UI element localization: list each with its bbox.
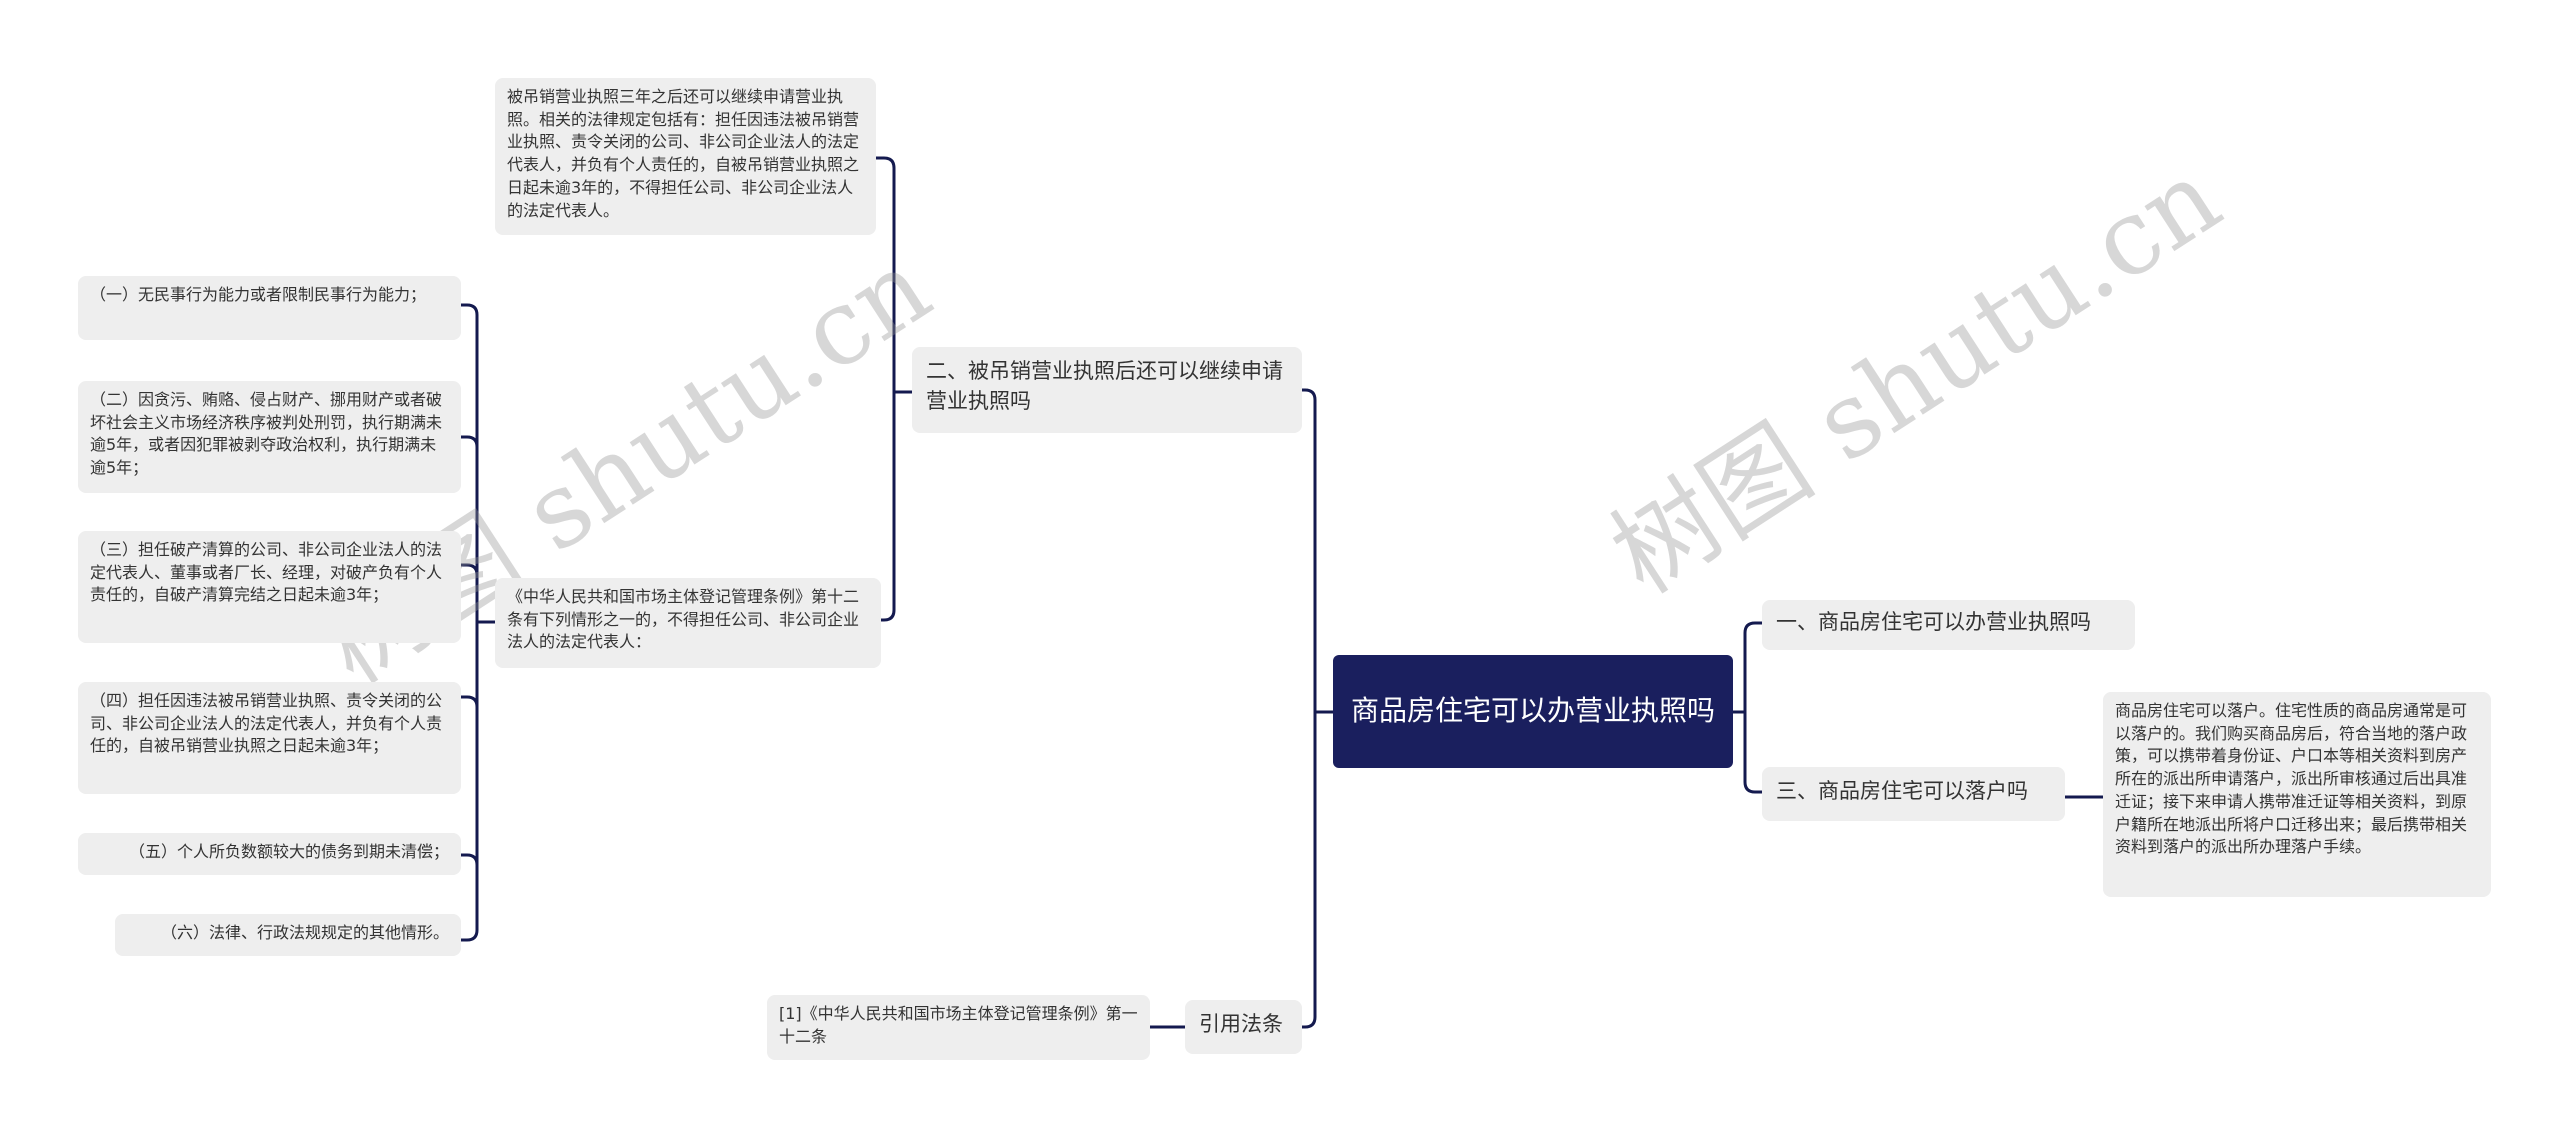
list-item-text: （二）因贪污、贿赂、侵占财产、挪用财产或者破坏社会主义市场经济秩序被判处刑罚，执… bbox=[90, 390, 443, 478]
branch-three-label: 三、商品房住宅可以落户吗 bbox=[1776, 779, 2028, 803]
branch-one-label: 一、商品房住宅可以办营业执照吗 bbox=[1776, 610, 2091, 634]
list-item[interactable]: （四）担任因违法被吊销营业执照、责令关闭的公司、非公司企业法人的法定代表人，并负… bbox=[78, 682, 461, 794]
root-node[interactable]: 商品房住宅可以办营业执照吗 bbox=[1333, 655, 1733, 768]
citation-node[interactable]: 引用法条 bbox=[1185, 1000, 1302, 1054]
list-item-text: （三）担任破产清算的公司、非公司企业法人的法定代表人、董事或者厂长、经理，对破产… bbox=[90, 540, 443, 605]
branch-three-detail[interactable]: 商品房住宅可以落户。住宅性质的商品房通常是可以落户的。我们购买商品房后，符合当地… bbox=[2103, 692, 2491, 897]
list-item[interactable]: （三）担任破产清算的公司、非公司企业法人的法定代表人、董事或者厂长、经理，对破产… bbox=[78, 531, 461, 643]
list-item[interactable]: （五）个人所负数额较大的债务到期未清偿； bbox=[78, 833, 461, 875]
branch-three-detail-text: 商品房住宅可以落户。住宅性质的商品房通常是可以落户的。我们购买商品房后，符合当地… bbox=[2115, 701, 2468, 857]
citation-reference-text: [1]《中华人民共和国市场主体登记管理条例》第一十二条 bbox=[779, 1004, 1138, 1046]
root-title: 商品房住宅可以办营业执照吗 bbox=[1351, 694, 1716, 728]
list-item-text: （六）法律、行政法规规定的其他情形。 bbox=[160, 923, 449, 942]
branch-two-label: 二、被吊销营业执照后还可以继续申请营业执照吗 bbox=[926, 359, 1283, 413]
branch-two-summary-text: 被吊销营业执照三年之后还可以继续申请营业执照。相关的法律规定包括有：担任因违法被… bbox=[507, 87, 860, 220]
list-item-text: （五）个人所负数额较大的债务到期未清偿； bbox=[128, 842, 449, 861]
regulation-text: 《中华人民共和国市场主体登记管理条例》第十二条有下列情形之一的，不得担任公司、非… bbox=[507, 587, 860, 652]
regulation-node[interactable]: 《中华人民共和国市场主体登记管理条例》第十二条有下列情形之一的，不得担任公司、非… bbox=[495, 578, 881, 668]
list-item-text: （一）无民事行为能力或者限制民事行为能力； bbox=[90, 285, 427, 304]
citation-label: 引用法条 bbox=[1199, 1012, 1283, 1036]
branch-two-summary[interactable]: 被吊销营业执照三年之后还可以继续申请营业执照。相关的法律规定包括有：担任因违法被… bbox=[495, 78, 876, 235]
list-item[interactable]: （一）无民事行为能力或者限制民事行为能力； bbox=[78, 276, 461, 340]
branch-two-node[interactable]: 二、被吊销营业执照后还可以继续申请营业执照吗 bbox=[912, 347, 1302, 433]
list-item[interactable]: （二）因贪污、贿赂、侵占财产、挪用财产或者破坏社会主义市场经济秩序被判处刑罚，执… bbox=[78, 381, 461, 493]
branch-one-node[interactable]: 一、商品房住宅可以办营业执照吗 bbox=[1762, 600, 2135, 650]
list-item-text: （四）担任因违法被吊销营业执照、责令关闭的公司、非公司企业法人的法定代表人，并负… bbox=[90, 691, 443, 756]
branch-three-node[interactable]: 三、商品房住宅可以落户吗 bbox=[1762, 767, 2065, 821]
list-item[interactable]: （六）法律、行政法规规定的其他情形。 bbox=[115, 914, 461, 956]
citation-reference[interactable]: [1]《中华人民共和国市场主体登记管理条例》第一十二条 bbox=[767, 995, 1150, 1060]
